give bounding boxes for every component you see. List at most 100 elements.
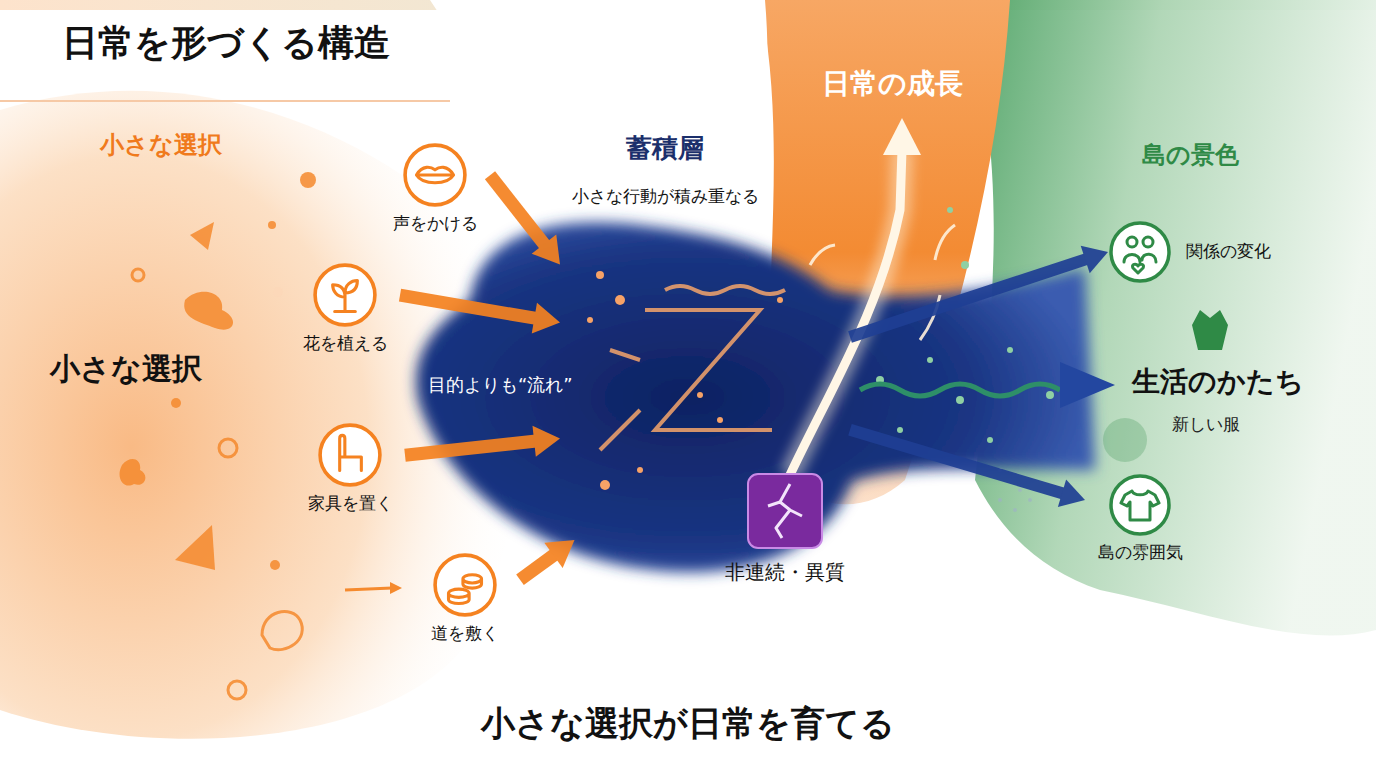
circle-outline <box>435 555 495 615</box>
decoration <box>596 271 604 279</box>
circle-outline <box>320 425 380 485</box>
arrow-head <box>544 540 574 568</box>
circle-outline <box>315 265 375 325</box>
decoration <box>860 384 1060 396</box>
circle-outline <box>1111 476 1169 534</box>
layer-text: 小さな行動が積み重なる <box>520 186 810 207</box>
flow-arrow <box>520 540 575 580</box>
decoration <box>228 681 246 699</box>
decoration <box>1018 488 1022 492</box>
arrow-shaft <box>850 259 1087 337</box>
text-label: 新しい服 <box>1172 414 1240 435</box>
decoration <box>1013 508 1017 512</box>
icon-symbol <box>416 167 453 182</box>
decoration <box>380 621 1376 768</box>
decoration <box>587 271 783 490</box>
arrow-shaft <box>520 554 555 580</box>
decoration <box>219 439 237 457</box>
text-label: 日常の成長 <box>822 66 963 101</box>
decoration <box>300 172 316 188</box>
icon-symbol <box>1124 237 1156 273</box>
decoration <box>273 287 283 297</box>
icon-node: 道を敷く <box>410 552 520 644</box>
decoration <box>637 467 643 473</box>
arrow-shaft <box>490 175 545 245</box>
flow-arrow <box>850 246 1108 337</box>
decoration <box>175 525 215 570</box>
decoration <box>390 582 402 594</box>
crack-symbol <box>768 484 802 538</box>
decoration <box>600 480 610 490</box>
icon-node: 関係の変化 <box>1108 220 1271 284</box>
decoration <box>665 286 785 294</box>
decoration <box>897 427 903 433</box>
decoration <box>810 245 835 265</box>
node-label: 非連続・異質 <box>725 560 845 585</box>
arrow-head <box>532 303 560 334</box>
icon-node: 島の雰囲気 <box>1085 473 1195 563</box>
decoration <box>416 222 1095 572</box>
decoration <box>268 221 276 229</box>
decoration <box>1192 310 1228 350</box>
decoration <box>600 410 640 450</box>
circle-outline <box>1111 223 1169 281</box>
arrow-shaft <box>405 441 536 455</box>
layer-text: 目的よりも“流れ” <box>428 374 573 397</box>
decoration <box>862 382 1090 383</box>
diagram-caption: 小さな選択が日常を育てる <box>0 702 1376 745</box>
decoration <box>645 310 772 430</box>
decoration <box>120 172 316 699</box>
flow-arrow <box>400 295 560 333</box>
icon-circle <box>317 422 383 488</box>
icon-node: 声をかける <box>380 142 490 234</box>
decoration <box>987 437 993 443</box>
text-label: 島の景色 <box>1142 140 1239 170</box>
text-label: 小さな選択 <box>100 130 222 160</box>
decoration <box>345 582 402 594</box>
decoration <box>998 498 1002 502</box>
arrow-head <box>1058 479 1085 507</box>
node-label: 家具を置く <box>308 493 393 514</box>
arrow-shaft <box>400 295 536 318</box>
decoration <box>956 396 964 404</box>
decoration <box>184 292 233 330</box>
layer-heading: 蓄積層 <box>520 132 810 165</box>
node-label: 声をかける <box>393 213 478 234</box>
arrow-shaft <box>850 430 1064 494</box>
icon-node: 家具を置く <box>295 422 405 514</box>
icon-symbol <box>449 575 482 604</box>
decoration <box>190 222 214 250</box>
diagram-title: 日常を形づくる構造 <box>62 20 390 65</box>
arrow-head <box>1081 246 1108 273</box>
flow-arrow <box>405 426 560 457</box>
icon-symbol <box>333 281 358 312</box>
decoration <box>777 297 783 303</box>
node-label: 島の雰囲気 <box>1098 542 1183 563</box>
decoration <box>790 150 902 475</box>
decoration <box>600 286 785 450</box>
icon-circle <box>1108 220 1172 284</box>
decoration <box>1060 362 1115 408</box>
decoration <box>1007 347 1013 353</box>
decoration <box>927 357 933 363</box>
icon-circle <box>402 142 468 208</box>
decoration <box>610 350 640 360</box>
text-label: 生活のかたち <box>1132 364 1304 399</box>
decoration <box>132 269 144 281</box>
arrow-head <box>532 234 560 264</box>
decoration <box>171 398 181 408</box>
icon-symbol <box>1121 491 1159 520</box>
decoration <box>1028 498 1032 502</box>
decoration <box>0 100 450 102</box>
node-label: 関係の変化 <box>1186 241 1271 262</box>
decoration <box>947 207 953 213</box>
icon-circle <box>1108 473 1172 537</box>
flow-arrow <box>850 430 1085 507</box>
icon-circle <box>312 262 378 328</box>
node-label: 道を敷く <box>431 623 499 644</box>
decoration <box>615 295 625 305</box>
decoration <box>120 459 146 486</box>
decoration <box>1046 391 1054 399</box>
